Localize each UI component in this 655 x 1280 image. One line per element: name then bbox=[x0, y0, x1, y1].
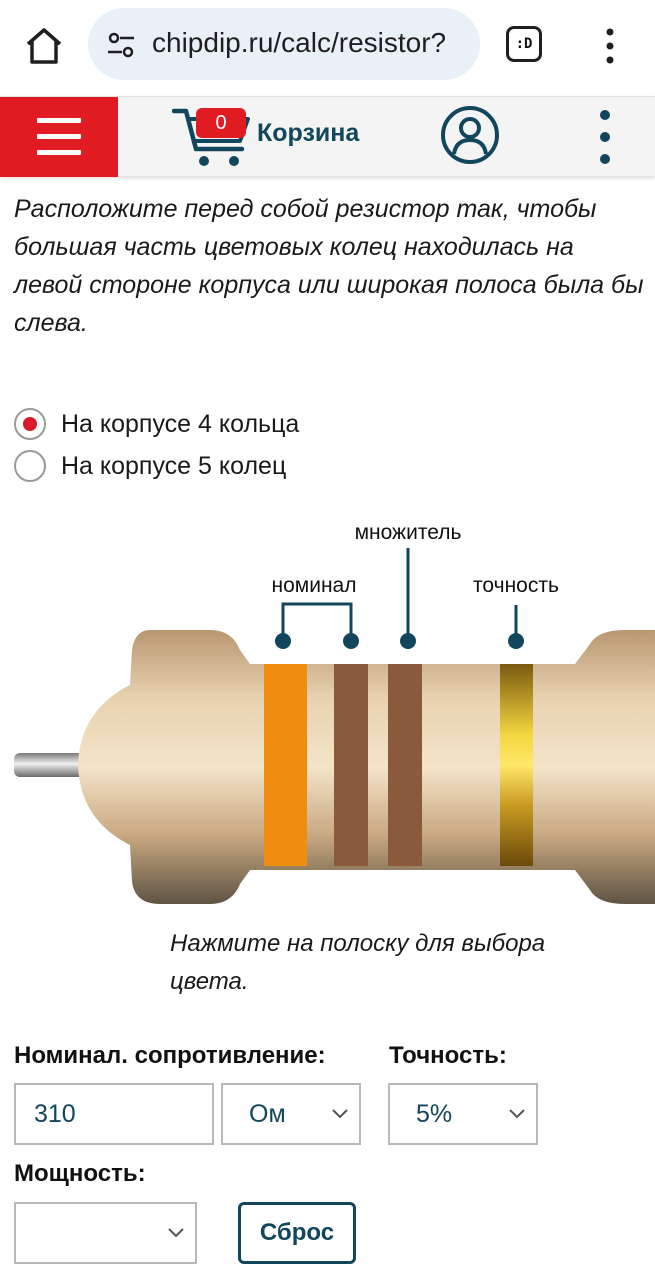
option-label: На корпусе 4 кольца bbox=[61, 409, 300, 438]
address-bar[interactable]: chipdip.ru/calc/resistor? bbox=[88, 8, 480, 80]
chevron-down-icon bbox=[168, 1228, 184, 1238]
chevron-down-icon bbox=[509, 1109, 525, 1119]
power-select[interactable] bbox=[14, 1202, 197, 1264]
radio-4-bands[interactable] bbox=[14, 408, 46, 440]
resistance-input[interactable]: 310 bbox=[14, 1083, 214, 1145]
band-tolerance[interactable] bbox=[500, 664, 533, 866]
browser-menu-icon[interactable] bbox=[598, 24, 622, 68]
unit-value: Ом bbox=[249, 1099, 286, 1128]
hamburger-line bbox=[37, 118, 81, 123]
resistor-diagram: множитель номинал точность bbox=[14, 521, 655, 904]
leader-dots bbox=[275, 633, 524, 649]
home-icon[interactable] bbox=[22, 24, 66, 68]
power-label: Мощность: bbox=[14, 1160, 146, 1187]
hamburger-line bbox=[37, 150, 81, 155]
reset-button[interactable]: Сброс bbox=[238, 1202, 356, 1264]
resistance-value: 310 bbox=[34, 1099, 76, 1128]
tabs-button[interactable]: :D bbox=[506, 26, 542, 62]
resistance-label: Номинал. сопротивление: bbox=[14, 1042, 326, 1069]
browser-toolbar: chipdip.ru/calc/resistor? :D bbox=[0, 0, 655, 96]
unit-select[interactable]: Ом bbox=[221, 1083, 361, 1145]
tolerance-select[interactable]: 5% bbox=[388, 1083, 538, 1145]
instructions-text: Расположите перед собой резистор так, чт… bbox=[14, 195, 644, 337]
option-5-bands[interactable]: На корпусе 5 колец bbox=[14, 449, 286, 483]
tolerance-label: точность bbox=[473, 574, 559, 597]
nominal-label: номинал bbox=[272, 574, 357, 597]
url-text: chipdip.ru/calc/resistor? bbox=[152, 27, 447, 58]
cart-label[interactable]: Корзина bbox=[257, 119, 360, 147]
option-label: На корпусе 5 колец bbox=[61, 451, 287, 480]
user-account-icon[interactable] bbox=[440, 105, 500, 165]
hamburger-menu-button[interactable] bbox=[0, 97, 118, 177]
tabs-label: :D bbox=[515, 36, 533, 52]
cart-count-badge: 0 bbox=[196, 108, 246, 138]
band-1[interactable] bbox=[264, 664, 307, 866]
option-4-bands[interactable]: На корпусе 4 кольца bbox=[14, 407, 299, 441]
band-multiplier[interactable] bbox=[388, 664, 422, 866]
hint-text: Нажмите на полоску для выбора цвета. bbox=[170, 930, 546, 995]
band-2[interactable] bbox=[334, 664, 368, 866]
chevron-down-icon bbox=[332, 1109, 348, 1119]
tolerance-label: Точность: bbox=[389, 1042, 507, 1069]
tolerance-value: 5% bbox=[416, 1099, 453, 1128]
radio-5-bands[interactable] bbox=[14, 450, 46, 482]
hamburger-line bbox=[37, 134, 81, 139]
site-more-icon[interactable] bbox=[595, 107, 615, 167]
site-header: Корзина bbox=[0, 96, 655, 177]
multiplier-label: множитель bbox=[355, 521, 462, 544]
lead-wire bbox=[14, 753, 94, 777]
site-settings-icon[interactable] bbox=[106, 30, 136, 60]
